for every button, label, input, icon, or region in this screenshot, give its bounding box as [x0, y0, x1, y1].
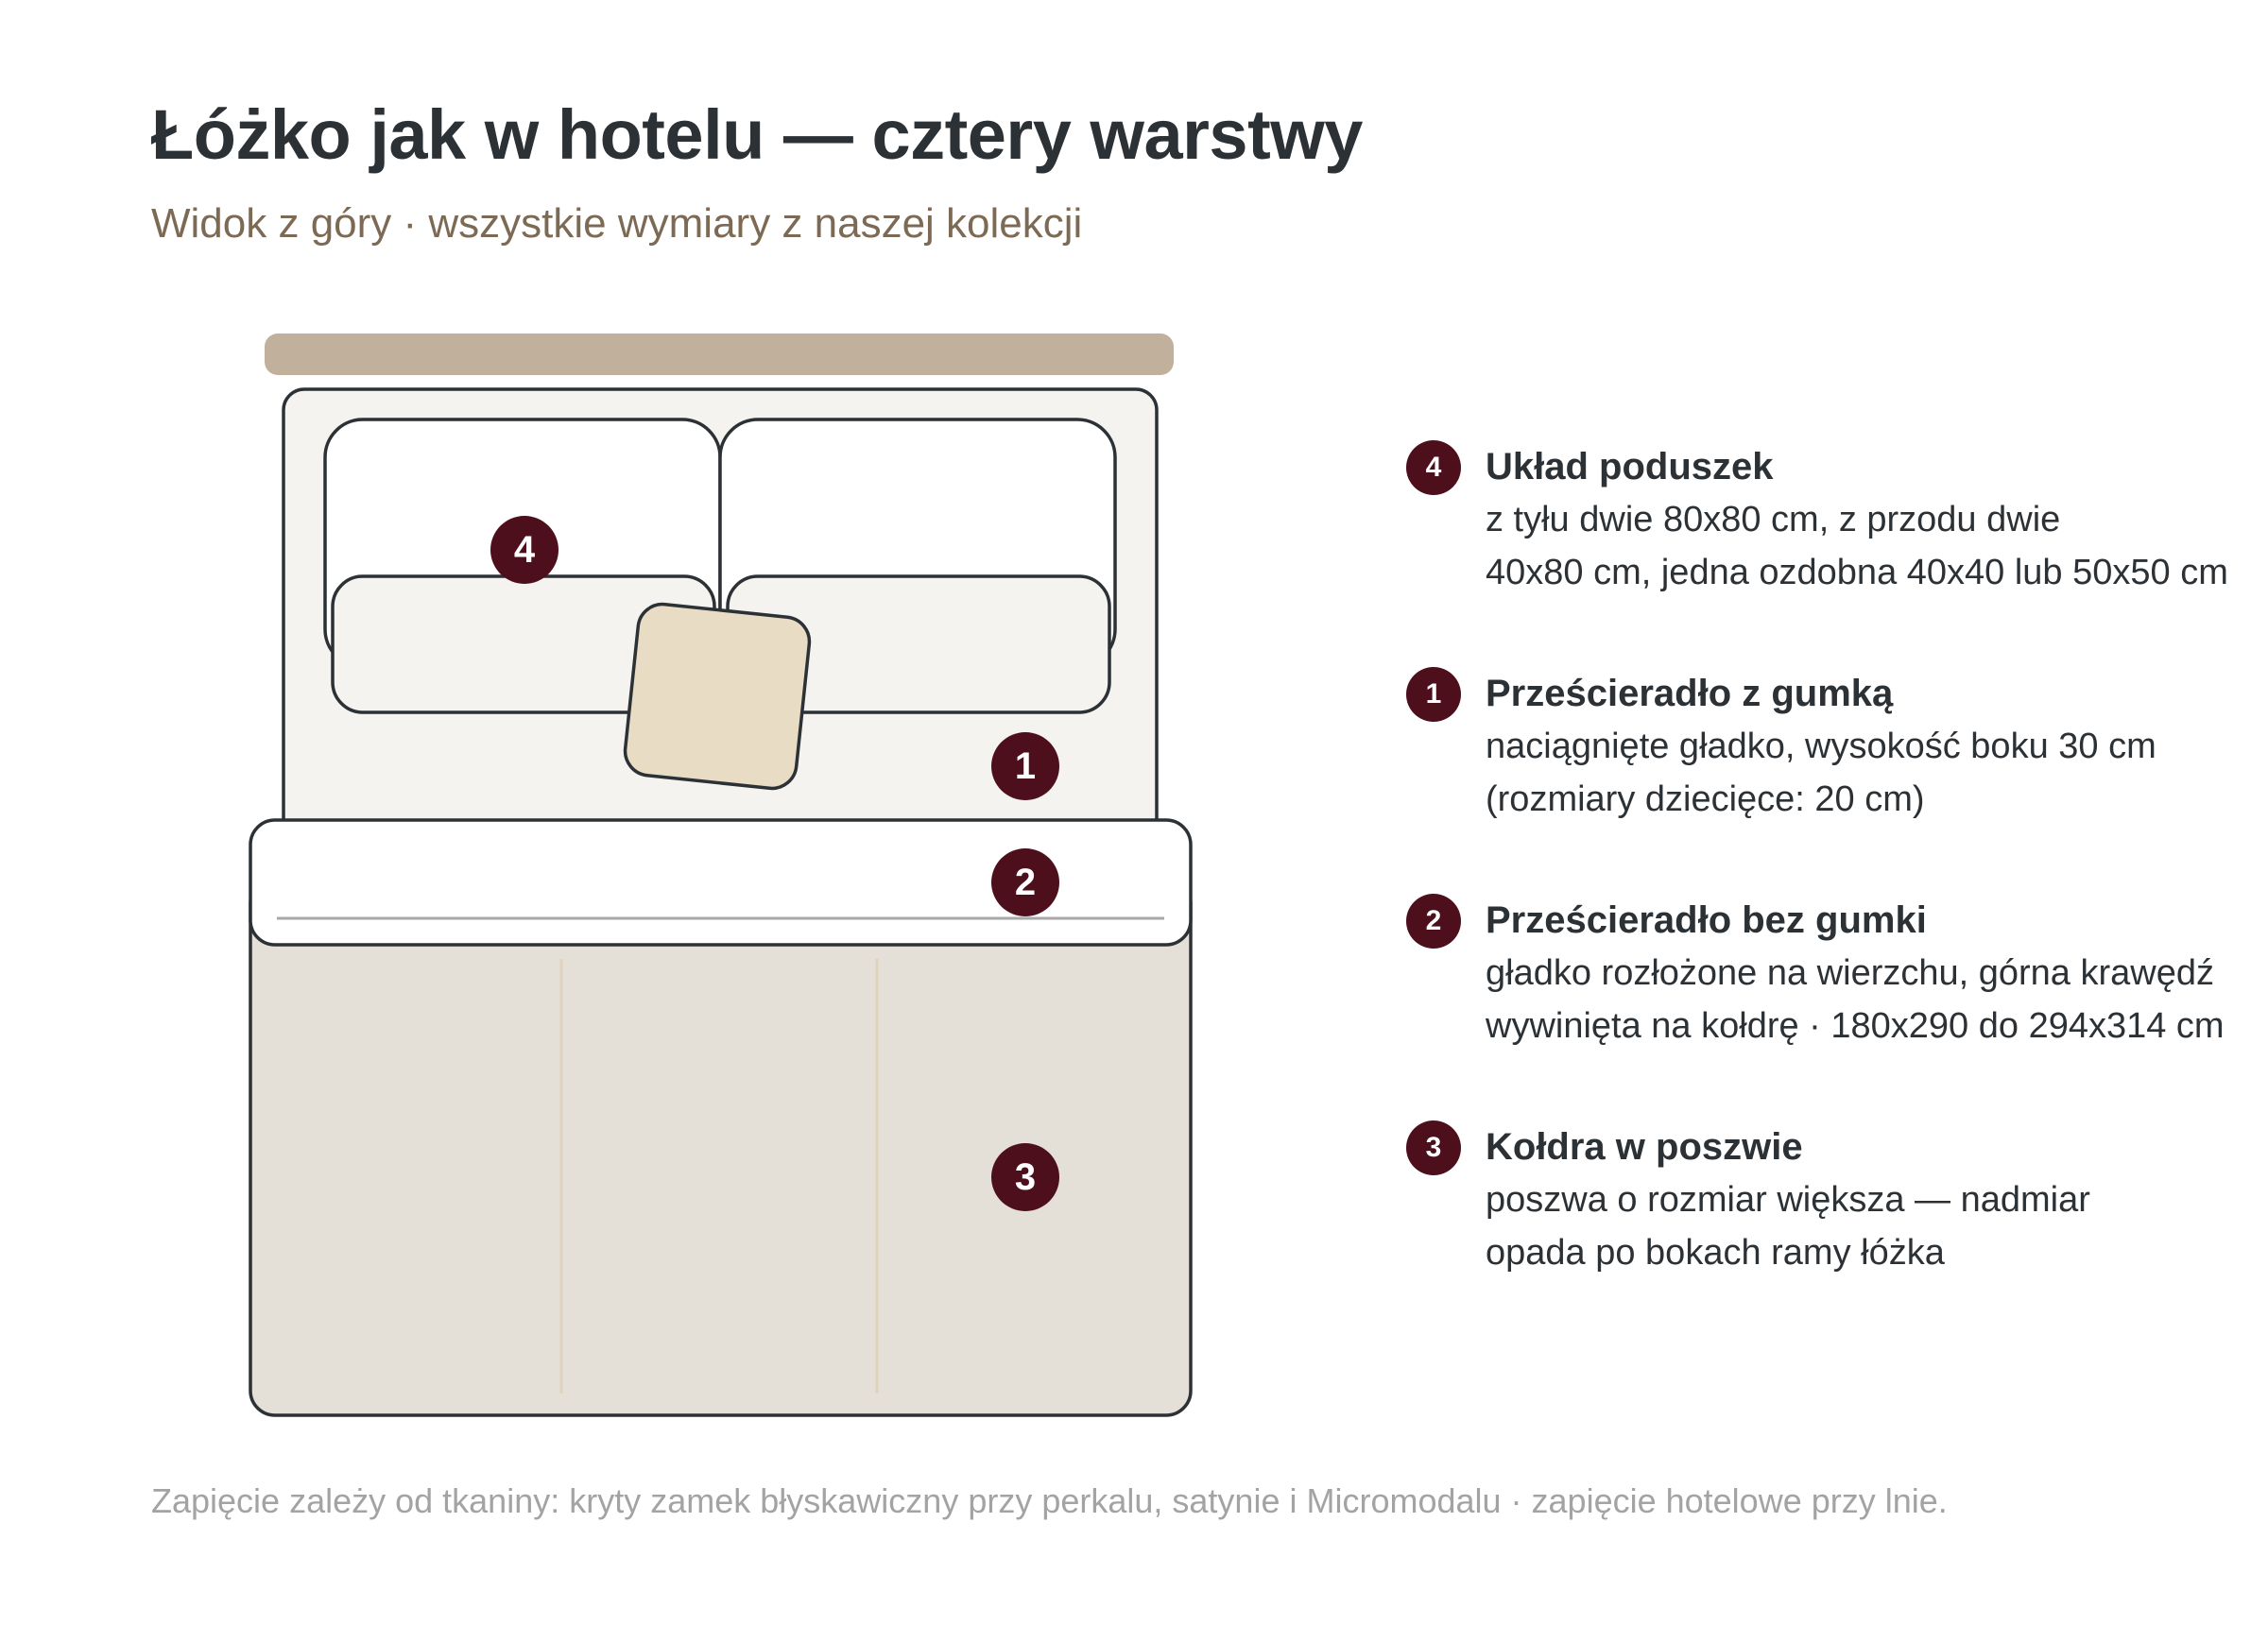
legend-marker: 3 — [1406, 1120, 1461, 1175]
legend-description: gładko rozłożone na wierzchu, górna kraw… — [1486, 953, 2225, 1046]
duvet — [249, 877, 1193, 1417]
decor-pillow — [623, 602, 812, 791]
legend: 4 Układ poduszek z tyłu dwie 80x80 cm, z… — [1406, 440, 2257, 1347]
legend-marker: 1 — [1406, 667, 1461, 722]
bed-diagram: 4 1 2 3 — [249, 334, 1193, 1417]
legend-item-flat-sheet: 2 Prześcieradło bez gumki gładko rozłożo… — [1406, 894, 2257, 1120]
legend-title: Układ poduszek — [1486, 446, 1774, 488]
diagram-marker-4-label: 4 — [514, 529, 536, 571]
legend-title: Prześcieradło bez gumki — [1486, 899, 1927, 941]
headboard — [265, 334, 1174, 375]
legend-item-fitted-sheet: 1 Prześcieradło z gumką naciągnięte gład… — [1406, 667, 2257, 894]
legend-marker: 2 — [1406, 894, 1461, 949]
legend-item-pillows: 4 Układ poduszek z tyłu dwie 80x80 cm, z… — [1406, 440, 2257, 667]
footnote: Zapięcie zależy od tkaniny: kryty zamek … — [151, 1481, 1948, 1520]
flat-sheet-fold — [249, 818, 1193, 947]
legend-marker: 4 — [1406, 440, 1461, 495]
diagram-marker-2: 2 — [991, 848, 1059, 916]
diagram-marker-2-label: 2 — [1015, 862, 1036, 903]
diagram-marker-3: 3 — [991, 1143, 1059, 1211]
page-title: Łóżko jak w hotelu — cztery warstwy — [151, 95, 1363, 174]
legend-item-duvet: 3 Kołdra w poszwie poszwa o rozmiar więk… — [1406, 1120, 2257, 1347]
diagram-marker-1-label: 1 — [1015, 745, 1036, 787]
diagram-marker-3-label: 3 — [1015, 1156, 1036, 1198]
legend-description: z tyłu dwie 80x80 cm, z przodu dwie 40x8… — [1486, 500, 2228, 592]
diagram-marker-4: 4 — [490, 516, 558, 584]
diagram-marker-1: 1 — [991, 732, 1059, 800]
page-subtitle: Widok z góry · wszystkie wymiary z nasze… — [151, 200, 1083, 247]
legend-description: poszwa o rozmiar większa — nadmiar opada… — [1486, 1180, 2090, 1273]
legend-title: Kołdra w poszwie — [1486, 1126, 1803, 1168]
legend-title: Prześcieradło z gumką — [1486, 673, 1894, 714]
legend-description: naciągnięte gładko, wysokość boku 30 cm … — [1486, 727, 2156, 819]
